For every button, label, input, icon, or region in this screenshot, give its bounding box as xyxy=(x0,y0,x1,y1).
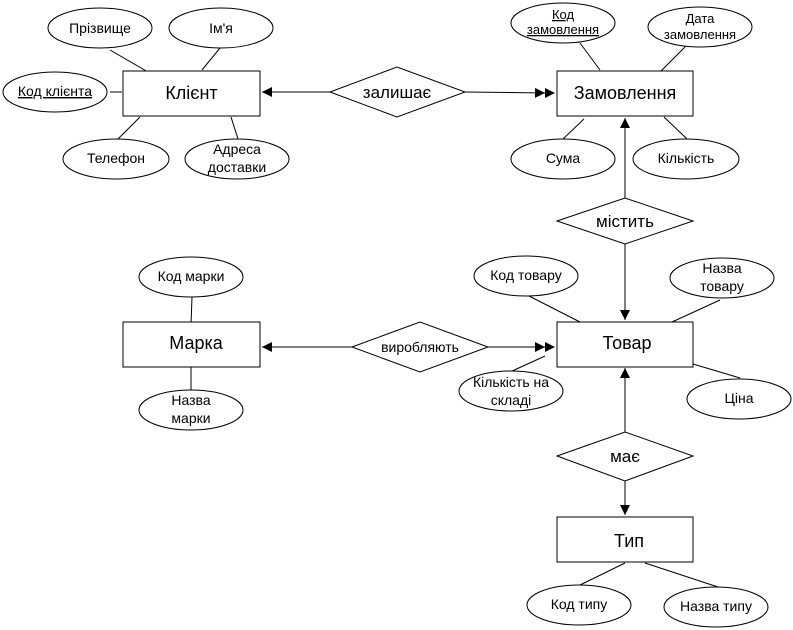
relationship-contains: містить xyxy=(555,197,695,245)
entity-brand-label: Марка xyxy=(169,333,223,353)
attribute-stock-quantity: Кількість на складі xyxy=(458,370,564,412)
attribute-phone-label: Телефон xyxy=(87,150,145,166)
connector-leaves-double-arrowhead xyxy=(545,88,555,98)
relationship-leaves-label: залишає xyxy=(363,83,432,102)
attribute-brand-code-label: Код марки xyxy=(158,268,225,284)
attribute-order-code: Код замовлення xyxy=(510,2,616,44)
entity-order-label: Замовлення xyxy=(574,83,677,103)
entity-order: Замовлення xyxy=(556,70,694,117)
connector-type-code xyxy=(579,562,626,586)
connector-client-address xyxy=(230,116,239,140)
attribute-sum: Сума xyxy=(510,138,616,180)
attribute-order-code-line1: Код xyxy=(552,7,575,22)
attribute-type-code-label: Код типу xyxy=(551,596,608,612)
attribute-order-date-line2: замовлення xyxy=(664,27,736,42)
attribute-quantity: Кількість xyxy=(632,138,740,180)
entity-brand: Марка xyxy=(122,321,261,368)
attribute-client-code: Код клієнта xyxy=(2,71,108,113)
attribute-brand-name: Назва марки xyxy=(138,389,244,431)
attribute-stock-quantity-line1: Кількість на xyxy=(473,374,549,390)
entity-client-label: Клієнт xyxy=(165,83,217,103)
relationship-contains-label: містить xyxy=(596,212,654,231)
attribute-brand-name-line1: Назва xyxy=(171,392,210,408)
connector-leaves-to-order xyxy=(464,87,546,98)
entity-client: Клієнт xyxy=(122,70,261,117)
attribute-product-name-line1: Назва xyxy=(702,260,741,276)
attribute-price: Ціна xyxy=(686,378,792,420)
attribute-quantity-label: Кількість xyxy=(658,150,715,166)
attribute-product-name: Назва товару xyxy=(669,257,775,299)
attribute-product-code: Код товару xyxy=(473,255,579,297)
attribute-brand-name-line2: марки xyxy=(171,410,210,426)
connector-type-name xyxy=(644,562,719,588)
connector-client-first-name xyxy=(201,47,221,71)
connector-produce-double-arrowhead xyxy=(545,342,555,352)
connector-product-name xyxy=(671,299,721,323)
connector-brand-code xyxy=(190,296,193,326)
entity-product: Товар xyxy=(556,321,694,368)
connector-product-price xyxy=(692,363,741,379)
attribute-type-name: Назва типу xyxy=(663,586,769,628)
connector-order-sum xyxy=(562,118,585,140)
attribute-client-code-label: Код клієнта xyxy=(18,83,92,99)
attribute-price-label: Ціна xyxy=(725,390,754,406)
attribute-first-name: Ім'я xyxy=(168,7,274,49)
relationship-produce: виробляють xyxy=(350,321,490,373)
attribute-product-code-label: Код товару xyxy=(490,267,561,283)
attribute-product-name-line2: товару xyxy=(700,278,744,294)
connector-order-date xyxy=(659,46,686,73)
attribute-type-code: Код типу xyxy=(526,584,632,626)
entity-product-label: Товар xyxy=(603,333,652,353)
attribute-delivery-address-line2: доставки xyxy=(208,159,266,175)
attribute-order-code-line2: замовлення xyxy=(527,22,599,37)
connector-product-stock xyxy=(509,355,546,373)
connectors xyxy=(109,42,741,588)
relationship-produce-label: виробляють xyxy=(381,339,459,355)
connector-order-code xyxy=(579,42,601,71)
attribute-stock-quantity-line2: складі xyxy=(491,392,532,408)
attribute-sum-label: Сума xyxy=(546,150,581,166)
attribute-order-date: Дата замовлення xyxy=(647,6,753,48)
relationship-has-label: має xyxy=(610,447,640,466)
entity-type-label: Тип xyxy=(614,531,644,551)
attribute-surname: Прізвище xyxy=(47,7,153,49)
relationship-has: має xyxy=(555,431,695,482)
attribute-first-name-label: Ім'я xyxy=(209,20,233,36)
attribute-phone: Телефон xyxy=(62,138,170,180)
relationship-leaves: залишає xyxy=(328,66,467,118)
connector-client-surname xyxy=(109,49,149,73)
attribute-delivery-address: Адреса доставки xyxy=(184,138,290,180)
attribute-brand-code: Код марки xyxy=(138,256,244,298)
connector-order-quantity xyxy=(663,116,688,140)
attribute-surname-label: Прізвище xyxy=(69,20,131,36)
connector-product-code xyxy=(526,294,581,323)
attribute-type-name-label: Назва типу xyxy=(680,598,752,614)
connector-client-phone xyxy=(117,116,141,140)
attribute-order-date-line1: Дата xyxy=(686,11,716,26)
entity-type: Тип xyxy=(556,516,694,563)
attribute-delivery-address-line1: Адреса xyxy=(213,141,261,157)
